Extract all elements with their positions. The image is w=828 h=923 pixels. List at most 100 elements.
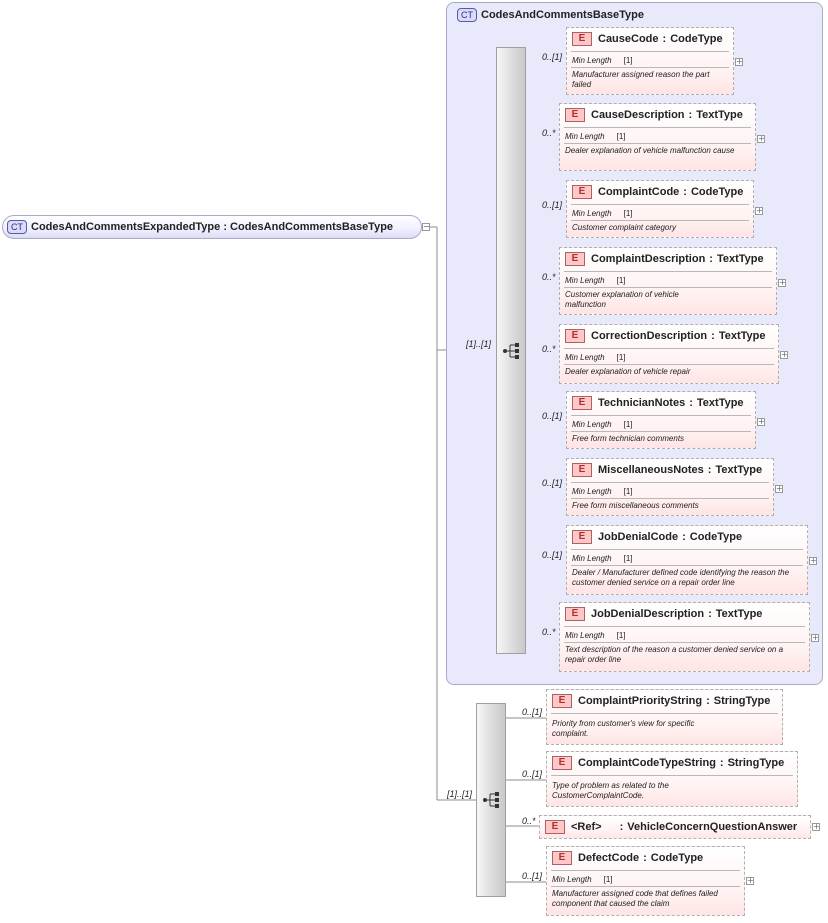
occurrence-label: 0..[1] [522, 707, 543, 717]
occurrence-label: 0..* [542, 344, 556, 354]
sequence-icon [503, 343, 519, 359]
expand-icon[interactable]: + [755, 206, 763, 215]
element-icon: E [565, 108, 585, 122]
min-length-facet: Min Length[1] [565, 353, 626, 362]
expand-icon[interactable]: + [735, 57, 743, 66]
element-icon: E [552, 851, 572, 865]
element-icon: E [565, 329, 585, 343]
element-doc: Free form miscellaneous comments [572, 501, 699, 510]
element-type: TextType [718, 330, 766, 342]
element-doc: Customer complaint category [572, 223, 677, 232]
root-type-title: CodesAndCommentsExpandedType : CodesAndC… [31, 221, 394, 233]
element-doc: Manufacturer assigned reason the part fa… [572, 70, 710, 89]
element-doc: Customer explanation of vehicle malfunct… [565, 290, 679, 309]
element-doc: Priority from customer's view for specif… [552, 719, 695, 738]
min-length-facet: Min Length[1] [565, 132, 626, 141]
min-length-facet: Min Length[1] [565, 276, 626, 285]
complex-type-icon: CT [7, 220, 27, 234]
expand-icon[interactable]: + [811, 633, 819, 642]
expand-icon[interactable]: + [757, 417, 765, 426]
element-type: TextType [715, 608, 763, 620]
element-ref-box[interactable]: E<Ref>:VehicleConcernQuestionAnswer [539, 815, 811, 839]
sequence-icon [483, 792, 499, 808]
element-icon: E [572, 396, 592, 410]
sequence-occurrence: [1]..[1] [447, 789, 473, 799]
expand-icon[interactable]: + [746, 876, 754, 885]
root-complex-type[interactable]: CT CodesAndCommentsExpandedType : CodesA… [2, 215, 422, 239]
element-name: DefectCode [578, 852, 640, 864]
expand-icon[interactable]: + [780, 350, 788, 359]
element-doc: Dealer explanation of vehicle repair [565, 367, 691, 376]
expand-icon[interactable]: + [812, 822, 820, 831]
element-name: ComplaintPriorityString [578, 695, 703, 707]
occurrence-label: 0..[1] [522, 871, 543, 881]
element-type: CodeType [690, 186, 744, 198]
min-length-facet: Min Length[1] [565, 631, 626, 640]
element-name: JobDenialDescription [591, 608, 705, 620]
expand-icon[interactable]: + [775, 484, 783, 493]
element-name: CorrectionDescription [591, 330, 708, 342]
element-name: CauseDescription [591, 109, 685, 121]
element-name: CauseCode [598, 33, 659, 45]
occurrence-label: 0..[1] [542, 550, 563, 560]
element-type: TextType [696, 397, 744, 409]
element-doc: Type of problem as related to the Custom… [552, 781, 669, 800]
expand-icon[interactable]: + [778, 278, 786, 287]
sequence-occurrence: [1]..[1] [466, 339, 492, 349]
element-type: CodeType [689, 531, 743, 543]
element-type: TextType [696, 109, 743, 121]
occurrence-label: 0..[1] [542, 478, 563, 488]
element-type: VehicleConcernQuestionAnswer [627, 821, 798, 833]
element-name: ComplaintCode [598, 186, 680, 198]
element-doc: Dealer / Manufacturer defined code ident… [572, 568, 790, 587]
occurrence-label: 0..[1] [522, 769, 543, 779]
element-icon: E [565, 607, 585, 621]
element-type: StringType [713, 695, 771, 707]
element-name: ComplaintDescription [591, 253, 706, 265]
element-ref-label: <Ref> [571, 821, 602, 833]
element-doc: Dealer explanation of vehicle malfunctio… [565, 146, 735, 155]
element-name: ComplaintCodeTypeString [578, 757, 716, 769]
occurrence-label: 0..* [522, 816, 536, 826]
element-name: JobDenialCode [598, 531, 679, 543]
element-doc: Manufacturer assigned code that defines … [552, 889, 718, 908]
element-name: MiscellaneousNotes [598, 464, 704, 476]
collapse-icon[interactable]: − [422, 222, 430, 231]
element-icon: E [552, 694, 572, 708]
element-doc: Text description of the reason a custome… [565, 645, 784, 664]
element-doc: Free form technician comments [572, 434, 685, 443]
element-icon: E [572, 185, 592, 199]
base-type-title: CodesAndCommentsBaseType [481, 9, 644, 21]
element-icon: E [572, 32, 592, 46]
min-length-facet: Min Length[1] [572, 56, 633, 65]
expand-icon[interactable]: + [757, 134, 765, 143]
element-icon: E [572, 463, 592, 477]
element-icon: E [545, 820, 565, 834]
occurrence-label: 0..[1] [542, 411, 563, 421]
occurrence-label: 0..[1] [542, 200, 563, 210]
element-type: TextType [715, 464, 763, 476]
element-type: CodeType [670, 33, 723, 45]
min-length-facet: Min Length[1] [572, 209, 633, 218]
expand-icon[interactable]: + [809, 556, 817, 565]
min-length-facet: Min Length[1] [572, 487, 633, 496]
occurrence-label: 0..[1] [542, 52, 563, 62]
element-type: StringType [727, 757, 785, 769]
occurrence-label: 0..* [542, 128, 556, 138]
element-icon: E [552, 756, 572, 770]
sequence-compositor[interactable] [496, 47, 526, 654]
occurrence-label: 0..* [542, 272, 556, 282]
min-length-facet: Min Length[1] [552, 875, 613, 884]
